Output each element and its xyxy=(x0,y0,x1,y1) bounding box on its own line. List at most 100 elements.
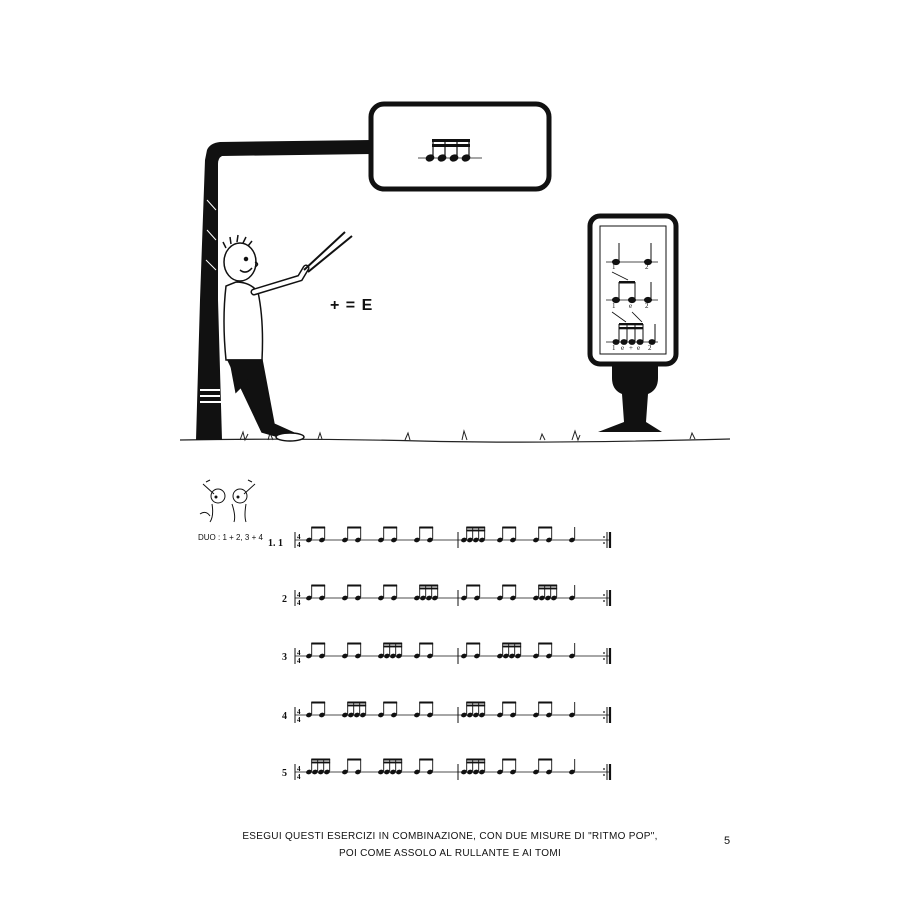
notehead xyxy=(509,653,515,659)
note-beam-secondary xyxy=(383,645,403,648)
notehead xyxy=(414,537,420,543)
billboard-count-bot-e2: e xyxy=(637,344,641,352)
repeat-dot xyxy=(603,536,605,538)
sixteenth-notes-group xyxy=(418,139,482,162)
note-beam xyxy=(466,701,486,704)
time-signature-bottom: 4 xyxy=(297,773,301,781)
note-beam xyxy=(466,642,481,645)
repeat-dot xyxy=(603,542,605,544)
repeat-dot xyxy=(603,594,605,596)
notehead xyxy=(384,769,390,775)
notehead xyxy=(306,537,312,543)
notehead xyxy=(461,712,467,718)
notehead xyxy=(378,769,384,775)
notehead xyxy=(378,537,384,543)
note-beam xyxy=(383,584,398,587)
time-signature-top: 4 xyxy=(297,533,301,541)
notehead xyxy=(378,653,384,659)
notehead xyxy=(396,653,402,659)
notehead xyxy=(324,769,330,775)
billboard-count-mid-1: 1 xyxy=(612,302,616,310)
notehead xyxy=(342,712,348,718)
note-beam-secondary xyxy=(466,704,486,707)
notehead xyxy=(391,712,397,718)
notehead xyxy=(473,537,479,543)
exercise-label-5: 5 xyxy=(282,768,287,779)
notehead xyxy=(306,653,312,659)
notehead xyxy=(427,653,433,659)
repeat-dot xyxy=(603,600,605,602)
notehead xyxy=(497,769,503,775)
notehead xyxy=(378,595,384,601)
notehead xyxy=(414,595,420,601)
notehead xyxy=(461,595,467,601)
notehead xyxy=(414,653,420,659)
notehead xyxy=(515,653,521,659)
note-beam xyxy=(502,701,517,704)
duo-drummers-icon xyxy=(199,479,256,523)
notehead xyxy=(427,537,433,543)
notehead xyxy=(474,653,480,659)
note-beam-secondary xyxy=(311,761,331,764)
notehead xyxy=(342,537,348,543)
notehead xyxy=(414,769,420,775)
notehead xyxy=(461,653,467,659)
notehead xyxy=(546,769,552,775)
time-signature-bottom: 4 xyxy=(297,541,301,549)
note-beam xyxy=(466,758,486,761)
repeat-dot xyxy=(603,652,605,654)
notehead xyxy=(461,769,467,775)
repeat-dot xyxy=(603,658,605,660)
note-beam xyxy=(347,526,362,529)
billboard-count-mid-2: 2 xyxy=(645,302,649,310)
note-beam xyxy=(311,701,326,704)
time-signature-bottom: 4 xyxy=(297,716,301,724)
notehead xyxy=(348,712,354,718)
notehead xyxy=(510,537,516,543)
lamp-post xyxy=(196,140,372,440)
note-beam xyxy=(419,584,439,587)
notehead xyxy=(510,769,516,775)
exercise-label-1: 1. 1 xyxy=(268,538,283,549)
notehead xyxy=(479,537,485,543)
notehead xyxy=(355,769,361,775)
notehead xyxy=(342,653,348,659)
billboard-count-bot-1: 1 xyxy=(612,344,616,352)
notehead xyxy=(378,712,384,718)
instructions-text: ESEGUI QUESTI ESERCIZI IN COMBINAZIONE, … xyxy=(240,828,660,862)
notehead xyxy=(390,653,396,659)
notehead xyxy=(384,653,390,659)
billboard-count-mid-e: e xyxy=(629,302,633,310)
notehead xyxy=(569,712,575,718)
time-signature-top: 4 xyxy=(297,765,301,773)
note-beam xyxy=(347,758,362,761)
notehead xyxy=(510,712,516,718)
notehead xyxy=(474,595,480,601)
notehead xyxy=(497,653,503,659)
note-beam-secondary xyxy=(419,587,439,590)
notehead xyxy=(360,712,366,718)
note-beam xyxy=(347,584,362,587)
note-beam xyxy=(502,526,517,529)
notehead xyxy=(306,595,312,601)
notehead xyxy=(533,537,539,543)
notehead xyxy=(306,712,312,718)
instructions-line-1: ESEGUI QUESTI ESERCIZI IN COMBINAZIONE, … xyxy=(242,831,658,842)
notehead xyxy=(391,537,397,543)
note-beam xyxy=(502,584,517,587)
notehead xyxy=(533,712,539,718)
exercise-label-2: 2 xyxy=(282,594,287,605)
ground-line xyxy=(179,438,731,443)
plus-equals-e-label: + = E xyxy=(330,297,374,314)
note-beam xyxy=(383,758,403,761)
notehead xyxy=(355,595,361,601)
exercise-label-3: 3 xyxy=(282,652,287,663)
repeat-dot xyxy=(603,711,605,713)
cartoon-boy xyxy=(222,231,353,442)
notehead xyxy=(497,712,503,718)
notehead xyxy=(467,769,473,775)
notehead xyxy=(497,537,503,543)
note-beam-secondary xyxy=(466,529,486,532)
notehead xyxy=(533,769,539,775)
